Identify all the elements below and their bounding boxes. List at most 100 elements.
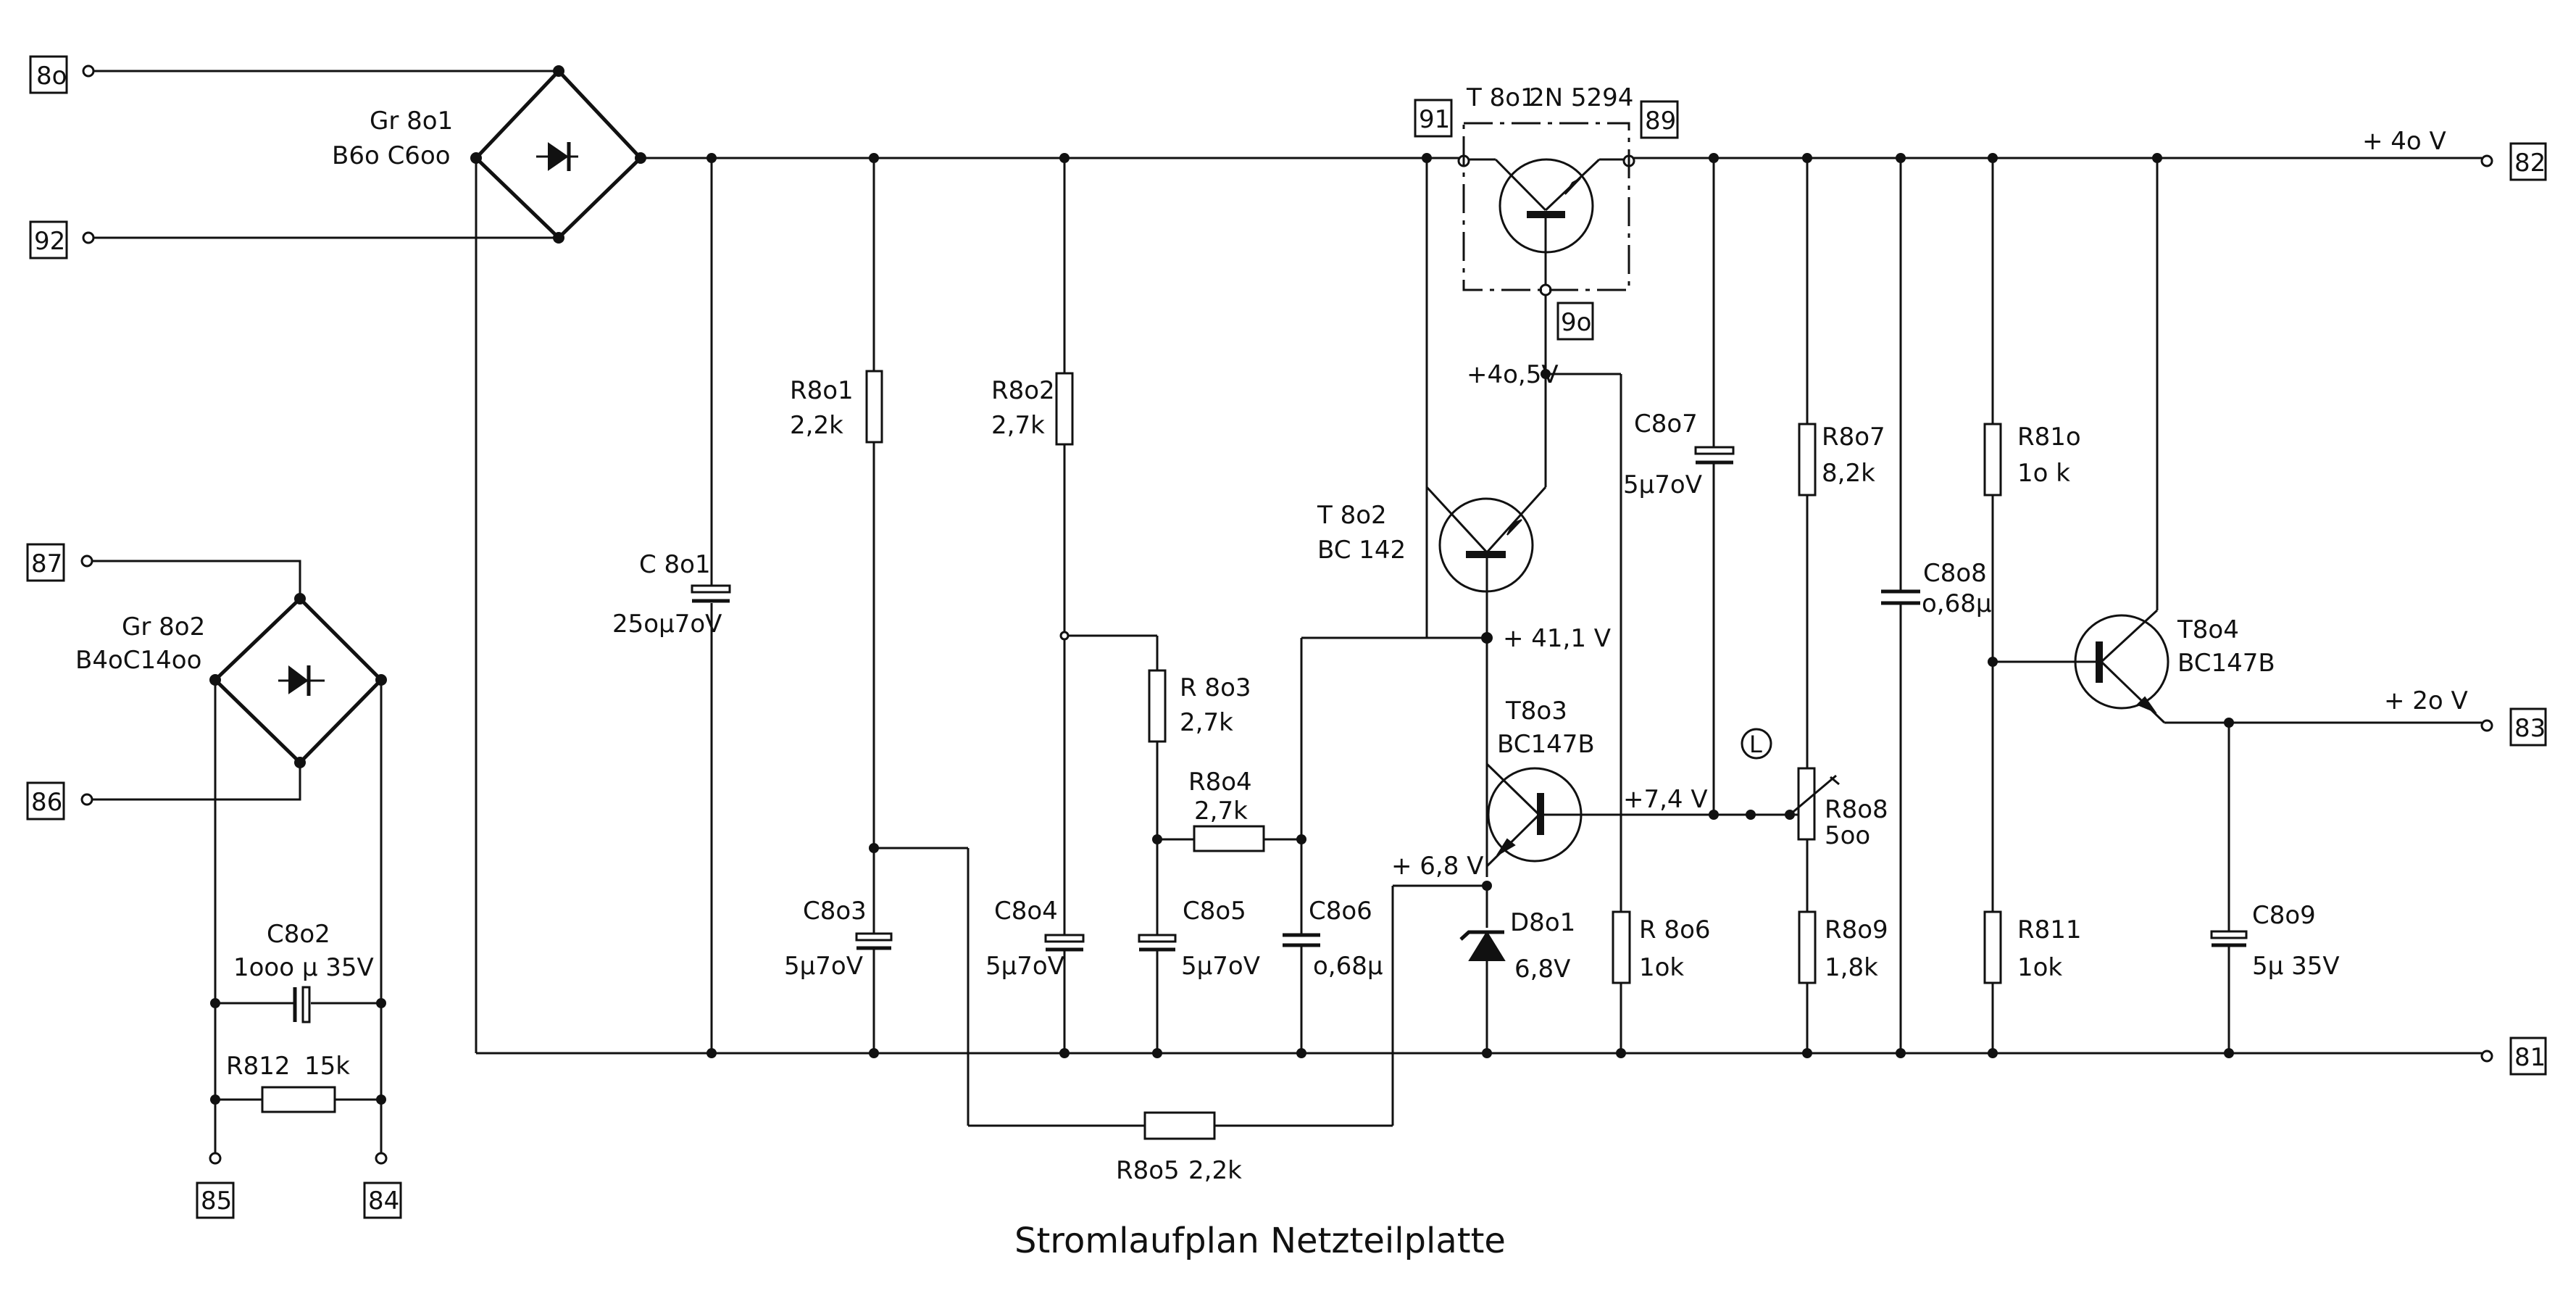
r803-value: 2,7k (1180, 708, 1233, 737)
wire-86 (92, 763, 301, 801)
c804-value: 5µ7oV (985, 952, 1064, 981)
resistor-r812 (215, 1086, 381, 1113)
t804-value: BC147B (2177, 649, 2275, 678)
transistor-t802 (1425, 486, 1547, 877)
r801-ref: R8o1 (790, 376, 854, 405)
r802-ref: R8o2 (991, 376, 1055, 405)
test-point-6-8v: + 6,8 V (1391, 852, 1483, 881)
c808-value: o,68µ (1922, 589, 1992, 618)
resistor-r806 (1612, 910, 1631, 984)
svg-text:84: 84 (368, 1187, 399, 1216)
svg-text:83: 83 (2514, 714, 2546, 743)
terminal-80: 8o (29, 55, 95, 94)
c804-ref: C8o4 (994, 897, 1058, 926)
c802-value: 1ooo µ 35V (233, 953, 374, 982)
test-point-7-4v: +7,4 V (1623, 785, 1708, 814)
diagram-title: Stromlaufplan Netzteilplatte (1014, 1221, 1506, 1261)
transistor-t804 (2074, 609, 2169, 724)
terminal-82-pin (2480, 154, 2493, 167)
potentiometer-r808 (1746, 767, 1840, 841)
svg-text:91: 91 (1419, 105, 1450, 134)
t803-ref: T8o3 (1505, 697, 1567, 726)
d801-value: 6,8V (1514, 955, 1570, 984)
c807-value: 5µ7oV (1623, 470, 1702, 499)
terminal-92: 92 (29, 220, 95, 259)
t801-ref: T 8o1 (1466, 83, 1536, 112)
c802-ref: C8o2 (267, 920, 330, 949)
capacitor-c804 (1044, 934, 1085, 952)
svg-text:81: 81 (2514, 1043, 2546, 1072)
c805-ref: C8o5 (1183, 897, 1246, 926)
c803-ref: C8o3 (803, 897, 867, 926)
terminal-89: 89 (1640, 100, 1679, 139)
resistor-r802 (1055, 372, 1074, 446)
rail-40v-label: + 4o V (2362, 127, 2446, 156)
svg-text:L: L (1749, 731, 1762, 758)
t802-value: BC 142 (1317, 536, 1406, 565)
r810-value: 1o k (2017, 459, 2070, 488)
r809-ref: R8o9 (1825, 915, 1888, 944)
zener-diode-d801 (1459, 886, 1506, 1053)
resistor-r805 (1143, 1111, 1216, 1140)
resistor-r804 (1193, 825, 1265, 852)
terminal-81-pin (2480, 1050, 2493, 1063)
wire-87 (92, 560, 301, 599)
r804-value: 2,7k (1194, 797, 1248, 826)
t804-ref: T8o4 (2177, 615, 2239, 644)
test-point-40-5v: +4o,5V (1467, 360, 1559, 389)
c809-ref: C8o9 (2252, 901, 2316, 930)
r811-value: 1ok (2017, 953, 2062, 982)
svg-text:92: 92 (34, 227, 65, 256)
c801-ref: C 8o1 (639, 550, 711, 579)
capacitor-c801 (691, 584, 731, 603)
t803-value: BC147B (1497, 730, 1595, 759)
capacitor-c807 (1694, 446, 1735, 465)
terminal-83: 83 (2509, 707, 2547, 747)
resistor-r801 (865, 370, 883, 444)
r807-ref: R8o7 (1822, 423, 1885, 452)
resistor-r810 (1983, 423, 2002, 497)
r811-ref: R811 (2017, 915, 2082, 944)
terminal-87: 87 (26, 543, 93, 582)
bridge-rectifier-gr801 (470, 65, 646, 244)
svg-text:86: 86 (31, 788, 62, 817)
capacitor-c805 (1138, 934, 1177, 952)
r802-value: 2,7k (991, 411, 1045, 440)
capacitor-c802 (215, 986, 381, 1023)
c808-ref: C8o8 (1923, 559, 1987, 588)
r808-value: 5oo (1825, 821, 1870, 850)
c806-value: o,68µ (1313, 952, 1383, 981)
r808-ref: R8o8 (1825, 795, 1888, 824)
r810-ref: R81o (2017, 423, 2081, 452)
r807-value: 8,2k (1822, 459, 1875, 488)
svg-text:9o: 9o (1561, 308, 1591, 337)
gr802-value: B4oC14oo (75, 646, 201, 675)
terminal-86: 86 (26, 781, 93, 821)
r812-value: 15k (304, 1052, 350, 1081)
gr802-ref: Gr 8o2 (122, 612, 205, 641)
c803-value: 5µ7oV (784, 952, 863, 981)
c805-value: 5µ7oV (1181, 952, 1260, 981)
rail-20v-label: + 2o V (2384, 686, 2468, 715)
gr801-ref: Gr 8o1 (370, 107, 453, 136)
resistor-r807 (1798, 423, 1817, 497)
r801-value: 2,2k (790, 411, 843, 440)
c801-value: 25oµ7oV (612, 610, 722, 639)
c807-ref: C8o7 (1634, 410, 1698, 439)
terminal-84: 84 (363, 1181, 402, 1219)
resistor-r809 (1798, 910, 1817, 984)
terminal-81: 81 (2509, 1037, 2547, 1076)
capacitor-c808 (1881, 589, 1920, 605)
diode-icon (536, 142, 578, 171)
c806-ref: C8o6 (1309, 897, 1372, 926)
svg-text:89: 89 (1645, 107, 1676, 136)
capacitor-c806 (1283, 933, 1320, 947)
r809-value: 1,8k (1825, 953, 1878, 982)
svg-text:8o: 8o (36, 62, 67, 91)
transistor-t801 (1462, 122, 1630, 291)
terminal-83-pin (2480, 719, 2493, 732)
diode-icon (278, 665, 325, 696)
svg-text:85: 85 (201, 1187, 232, 1216)
r805-ref: R8o5 (1116, 1156, 1180, 1185)
